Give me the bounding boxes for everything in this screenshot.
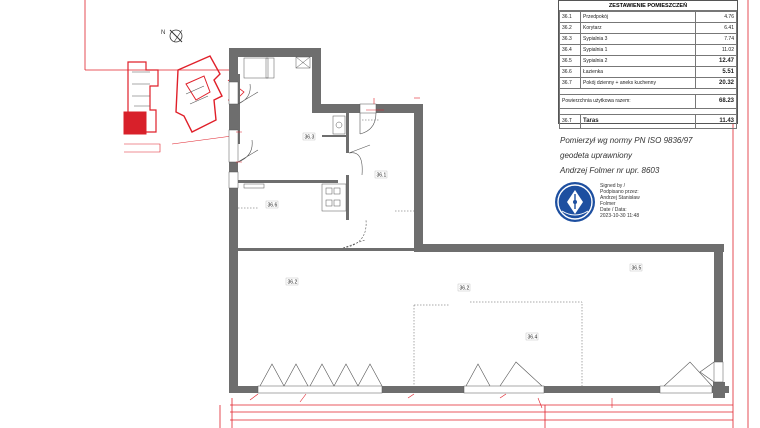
room-number: 36.3 xyxy=(559,33,581,45)
room-name: Przedpokój xyxy=(580,11,696,23)
total-label: Powierzchnia użytkowa razem: xyxy=(559,94,696,109)
door-swings xyxy=(237,83,715,387)
total-value: 68.23 xyxy=(695,94,737,109)
signature-line: Folmer xyxy=(600,201,616,207)
table-row: 36.6 Łazienka 5.51 xyxy=(559,66,737,78)
room-number: 36.7 xyxy=(559,77,581,89)
room-area: 20.32 xyxy=(695,77,737,89)
room-label: 36.5 xyxy=(632,266,642,272)
surveyor-line: geodeta uprawniony xyxy=(560,151,633,160)
table-row: 36.2 Korytarz 6.41 xyxy=(559,22,737,34)
room-area: 11.43 xyxy=(695,114,737,129)
north-arrow-icon: N xyxy=(161,29,183,43)
table-row: 36.1 Przedpokój 4.76 xyxy=(559,11,737,23)
signature-line: Andrzej Stanisław xyxy=(600,195,640,201)
table-row: 36.7 Pokój dzienny + aneks kuchenny 20.3… xyxy=(559,77,737,89)
signature-seal-icon xyxy=(555,182,595,222)
total-row: Powierzchnia użytkowa razem: 68.23 xyxy=(559,94,737,109)
room-name: Pokój dzienny + aneks kuchenny xyxy=(580,77,696,89)
room-area: 6.41 xyxy=(695,22,737,34)
surveyor-line: Pomierzył wg normy PN ISO 9836/97 xyxy=(560,136,693,145)
red-markers xyxy=(236,97,613,409)
room-name: Korytarz xyxy=(580,22,696,34)
table-row: 36.5 Sypialnia 2 12.47 xyxy=(559,55,737,67)
room-name: Sypialnia 2 xyxy=(580,55,696,67)
room-name: Sypialnia 3 xyxy=(580,33,696,45)
table-row: 36.4 Sypialnia 1 11.02 xyxy=(559,44,737,56)
table-row: 36.3 Sypialnia 3 7.74 xyxy=(559,33,737,45)
wall-openings xyxy=(228,81,724,394)
location-mini-plan xyxy=(123,55,245,153)
room-label: 36.2 xyxy=(460,286,470,292)
room-area: 7.74 xyxy=(695,33,737,45)
room-number: 36.2 xyxy=(559,22,581,34)
room-label: 36.1 xyxy=(377,173,387,179)
signature-line: Podpisano przez: xyxy=(600,189,639,195)
room-label: 36.3 xyxy=(305,135,315,141)
north-label: N xyxy=(161,30,165,36)
room-number: 36.5 xyxy=(559,55,581,67)
surveyor-line: Andrzej Folmer nr upr. 8603 xyxy=(560,166,660,175)
room-name: Łazienka xyxy=(580,66,696,78)
schedule-title: ZESTAWIENIE POMIESZCZEŃ xyxy=(559,2,737,11)
room-name: Taras xyxy=(580,114,696,129)
room-number: 36.1 xyxy=(559,11,581,23)
dashed-lines xyxy=(238,119,583,386)
fixtures xyxy=(243,56,347,212)
room-area: 11.02 xyxy=(695,44,737,56)
signature-line: Signed by / xyxy=(600,183,626,189)
room-number: 36.6 xyxy=(559,66,581,78)
signature-info: Signed by / Podpisano przez: Andrzej Sta… xyxy=(600,183,640,219)
room-number: 36.4 xyxy=(559,44,581,56)
room-labels: 36.3 36.1 36.6 36.5 36.2 36.2 36.4 xyxy=(265,132,643,341)
terrace-row: 36.T Taras 11.43 xyxy=(559,114,737,129)
room-name: Sypialnia 1 xyxy=(580,44,696,56)
signature-line: Date / Data: xyxy=(600,207,627,213)
room-label: 36.6 xyxy=(268,203,278,209)
room-schedule: ZESTAWIENIE POMIESZCZEŃ 36.1 Przedpokój … xyxy=(558,0,738,129)
room-area: 5.51 xyxy=(695,66,737,78)
room-area: 4.76 xyxy=(695,11,737,23)
room-number: 36.T xyxy=(559,114,581,129)
surveyor-note: Pomierzył wg normy PN ISO 9836/97 geodet… xyxy=(560,133,693,178)
room-label: 36.2 xyxy=(288,280,298,286)
room-area: 12.47 xyxy=(695,55,737,67)
signature-line: 2023-10-30 11:48 xyxy=(600,213,640,219)
room-label: 36.4 xyxy=(528,335,538,341)
schedule-table: 36.1 Przedpokój 4.76 36.2 Korytarz 6.41 … xyxy=(559,11,737,129)
